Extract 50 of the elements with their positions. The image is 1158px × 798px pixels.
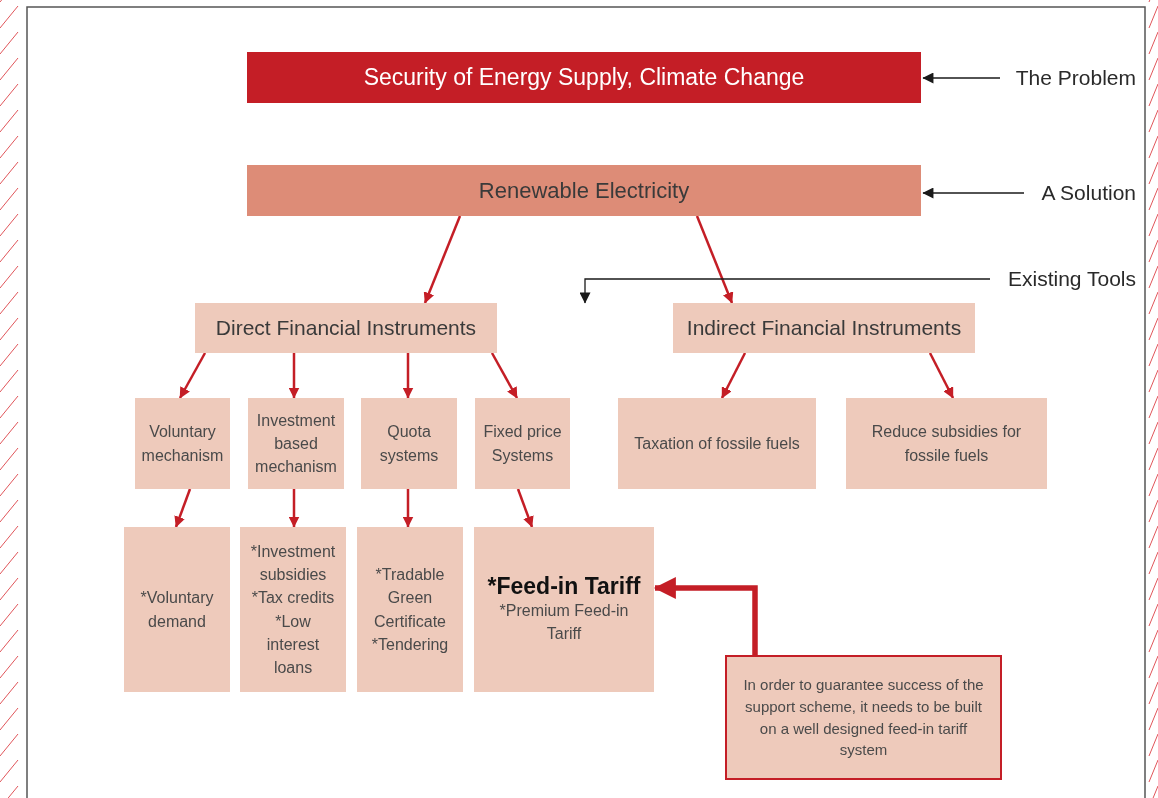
arrow [288,489,300,528]
detail-box [474,527,654,692]
arrow [402,489,414,528]
arrow [174,488,192,528]
detail-box [357,527,463,692]
arrow [402,353,414,399]
solution-banner [247,165,921,216]
arrow [288,353,300,399]
detail-box [124,527,230,692]
box-label: Direct Financial Instruments [215,314,477,341]
arrow [490,352,519,399]
box-label: Renewable Electricity [478,176,690,205]
arrow [922,72,1001,84]
box-label: Investment based mechanism [254,410,338,478]
box-label: Taxation of fossile fuels [634,433,800,454]
instrument-box [618,398,816,489]
box-label: Voluntary mechanism [140,422,225,466]
instrument-box [361,398,457,489]
arrow [695,215,734,304]
arrow [653,577,758,655]
box-label: Indirect Financial Instruments [686,314,962,341]
arrow [928,352,955,399]
instrument-box [248,398,344,489]
arrow [922,187,1025,199]
box-label: Security of Energy Supply, Climate Change [363,62,805,92]
box-label: *Voluntary demand [139,588,215,632]
problem-banner [247,52,921,103]
arrow [178,352,207,399]
box-label: *Tradable Green Certificate *Tendering [370,565,450,655]
box-label: Quota systems [378,422,440,466]
box-heading: *Feed-in Tariff [487,573,641,599]
arrow [720,352,747,399]
box-label: *Investment subsidies *Tax credits *Low interest loans [250,541,336,678]
box-label: *Premium Feed-in Tariff [498,600,630,645]
category-box [673,303,975,353]
arrow [516,488,534,528]
box-label: In order to guarantee success of the support scheme, it needs to be built on a well designed feed-in tariff system [743,675,984,761]
annotation-text: The Problem [1000,64,1136,92]
arrow [423,215,462,304]
category-box [195,303,497,353]
callout-box [725,655,1002,780]
box-label: Fixed price Systems [482,422,563,466]
instrument-box [846,398,1047,489]
annotation-text: A Solution [1024,179,1136,207]
instrument-box [135,398,230,489]
arrow [579,278,991,304]
instrument-box [475,398,570,489]
annotation-text: Existing Tools [990,265,1136,293]
detail-box [240,527,346,692]
box-label: Reduce subsidies for fossile fuels [870,422,1023,466]
